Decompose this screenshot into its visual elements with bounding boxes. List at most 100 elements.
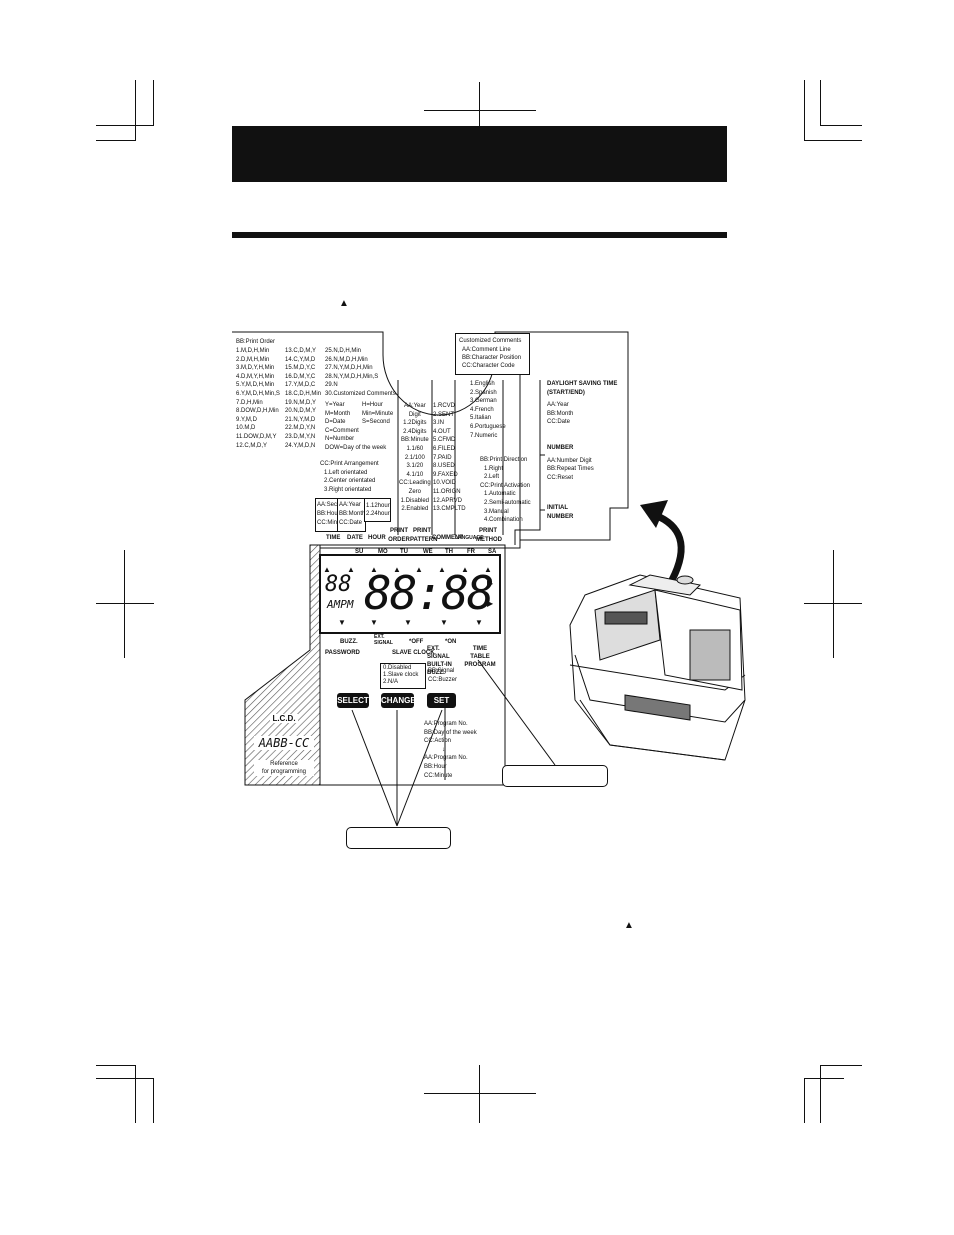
select-button[interactable]: SELECT [337, 693, 369, 708]
lcd-reference-code: AABB-CC [254, 736, 314, 750]
list-item: 26.N,M,D,H,Min [325, 356, 368, 363]
print-pattern-left: AA:Year Digit 1.2Digits 2.4Digits BB:Min… [399, 403, 431, 513]
list-item: 2.D,M,H,Min [236, 356, 270, 363]
triangle-down-icon: ▼ [338, 618, 346, 627]
day-tu: TU [400, 549, 408, 555]
label-hour: HOUR [368, 535, 386, 541]
list-item: 21.N,Y,M,D [285, 416, 316, 423]
list-item: 7.D,H,Min [236, 399, 263, 406]
section-rule [232, 232, 727, 238]
print-order-col1: 1.M,D,H,Min 2.D,M,H,Min 3.M,D,Y,H,Min 4.… [236, 347, 280, 450]
lcd-reference-caption: Reference [254, 760, 314, 768]
print-order-legend-right: H=Hour Min=Minute S=Second [362, 402, 394, 426]
day-su: SU [355, 549, 364, 555]
list-item: 23.D,M,Y,N [285, 433, 316, 440]
print-pattern-right: 1.RCVD 2.SENT 3.IN 4.OUT 5.CFMD 6.FILED … [433, 403, 466, 513]
triangle-up-icon: ▲ [438, 565, 446, 574]
triangle-down-icon: ▼ [440, 618, 448, 627]
hour-box: 1.12hour 2.24hour [364, 498, 391, 522]
list-item: 29.N [325, 382, 338, 389]
lcd-main-digits: 88:88 [364, 566, 494, 620]
list-item: 11.DOW,D,M,Y [236, 433, 277, 440]
label-date: DATE [347, 535, 363, 541]
list-item: 12.C,M,D,Y [236, 442, 268, 449]
list-item: 3.M,D,Y,H,Min [236, 365, 275, 372]
dst-section: DAYLIGHT SAVING TIME (START/END) AA:Year… [547, 381, 618, 426]
time-clock-machine [569, 574, 746, 761]
lcd-small-digits: 88 [325, 572, 352, 597]
slave-clock-options: 0.Disabled 1.Slave clock 2.N/A [380, 663, 426, 689]
list-item: 16.D,M,Y,C [285, 373, 316, 380]
list-item: 20.N,D,M,Y [285, 408, 317, 415]
day-mo: MO [378, 549, 388, 555]
label-password: PASSWORD [325, 650, 360, 656]
label-ext-signal-buzz: EXT. SIGNAL BUILT-IN BUZZ. [427, 646, 452, 676]
list-item: 9.Y,M,D [236, 416, 257, 423]
triangle-down-icon: ▼ [475, 618, 483, 627]
list-item: 25.N,D,H,Min [325, 348, 362, 354]
label-off: *OFF [409, 639, 424, 645]
list-item: 13.C,D,M,Y [285, 348, 317, 354]
triangle-right-icon: ▶ [487, 579, 494, 588]
triangle-up-icon: ▲ [323, 565, 331, 574]
list-item: 19.N,M,D,Y [285, 399, 317, 406]
comments-box: Customized Comments AA:Comment Line BB:C… [455, 333, 530, 375]
list-item: 6.Y,M,D,H,Min,S [236, 390, 280, 397]
triangle-right-icon: ▶ [487, 599, 494, 608]
triangle-up-icon: ▲ [484, 565, 492, 574]
change-button[interactable]: CHANGE [381, 693, 416, 708]
title-bar [232, 126, 727, 182]
print-method-list: BB:Print Direction 1.Right 2.Left CC:Pri… [480, 457, 531, 524]
label-time-table-program: TIME TABLE PROGRAM [464, 646, 496, 668]
list-item: 24.Y,M,D,N [285, 442, 316, 449]
list-item: 30.Customized Comments [325, 390, 396, 397]
triangle-down-icon: ▼ [404, 618, 412, 627]
label-print-method: PRINT METHOD [476, 528, 502, 543]
day-fr: FR [467, 549, 475, 555]
list-item: 10.M,D [236, 425, 256, 432]
label-language: LANGUAGE [455, 535, 484, 541]
list-item: 18.C,D,H,Min [285, 390, 322, 397]
list-item: 8.DOW,D,H,Min [236, 408, 279, 415]
set-button[interactable]: SET [427, 693, 456, 708]
label-ext-signal: EXT. SIGNAL [374, 634, 393, 646]
triangle-up-icon: ▲ [461, 565, 469, 574]
day-we: WE [423, 549, 433, 555]
triangle-down-icon: ▼ [370, 618, 378, 627]
lcd-reference-title: L.C.D. [270, 714, 298, 723]
triangle-up-icon: ▲ [339, 298, 349, 309]
print-order-col2: 13.C,D,M,Y 14.C,Y,M,D 15.M,D,Y,C 16.D,M,… [285, 347, 321, 450]
triangle-up-icon: ▲ [347, 565, 355, 574]
time-box: AA:Sec. BB:Hour CC:Min. [315, 498, 340, 532]
initial-number-label: INITIAL NUMBER [547, 505, 574, 520]
label-slave-clock: SLAVE CLOCK [392, 650, 435, 656]
label-time: TIME [326, 535, 341, 541]
triangle-up-icon: ▲ [624, 920, 634, 931]
number-section: NUMBER AA:Number Digit BB:Repeat Times C… [547, 445, 594, 481]
time-table-callout [502, 765, 608, 787]
date-box: AA:Year BB:Month CC:Date [337, 498, 366, 532]
list-item: 27.N,Y,M,D,H,Min [325, 365, 373, 372]
triangle-up-icon: ▲ [370, 565, 378, 574]
day-th: TH [445, 549, 453, 555]
print-arrangement: CC:Print Arrangement 1.Left orientated 2… [320, 461, 379, 493]
label-print-pattern: PRINT PATTERN [410, 528, 438, 543]
list-item: 28.N,Y,M,D,H,Min,S [325, 373, 379, 380]
time-table-options: AA:Program No. BB:Day of the week CC:Act… [424, 721, 477, 779]
triangle-up-icon: ▲ [415, 565, 423, 574]
list-item: 22.M,D,Y,N [285, 425, 316, 432]
label-buzz: BUZZ. [340, 639, 358, 645]
label-on: *ON [445, 639, 457, 645]
list-item: 17.Y,M,D,C [285, 382, 316, 389]
list-item: 14.C,Y,M,D [285, 356, 316, 363]
print-order-title: BB:Print Order [236, 339, 276, 345]
triangle-up-icon: ▲ [393, 565, 401, 574]
lcd-ampm: AMPM [327, 598, 354, 611]
list-item: 5.Y,M,D,H,Min [236, 382, 275, 389]
list-item: 1.M,D,H,Min [236, 348, 270, 354]
lcd-reference: L.C.D. AABB-CC Reference for programming [254, 708, 314, 776]
label-print-order: PRINT ORDER [388, 528, 410, 543]
label-comment: COMMENT [432, 535, 463, 541]
day-sa: SA [488, 549, 497, 555]
